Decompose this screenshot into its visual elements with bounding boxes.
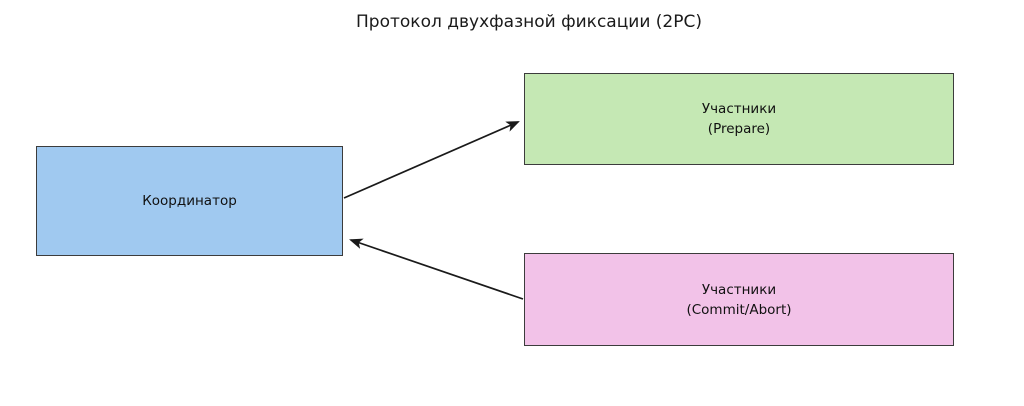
participants-prepare-label: Участники (701, 101, 777, 117)
arrow-commit-to-coordinator (349, 238, 524, 300)
coordinator-label: Координатор (142, 193, 237, 209)
participants-prepare-sublabel: (Prepare) (707, 121, 771, 137)
participants-commit-label: Участники (701, 281, 777, 298)
participants-commit-node: Участники (Commit/Abort) (524, 253, 954, 346)
participants-commit-sublabel: (Commit/Abort) (686, 301, 792, 318)
coordinator-node: Координатор (36, 146, 343, 256)
diagram-title: Протокол двухфазной фиксации (2PC) (356, 12, 702, 32)
participants-prepare-node: Участники (Prepare) (524, 73, 954, 165)
arrow-coordinator-to-prepare (343, 121, 520, 199)
